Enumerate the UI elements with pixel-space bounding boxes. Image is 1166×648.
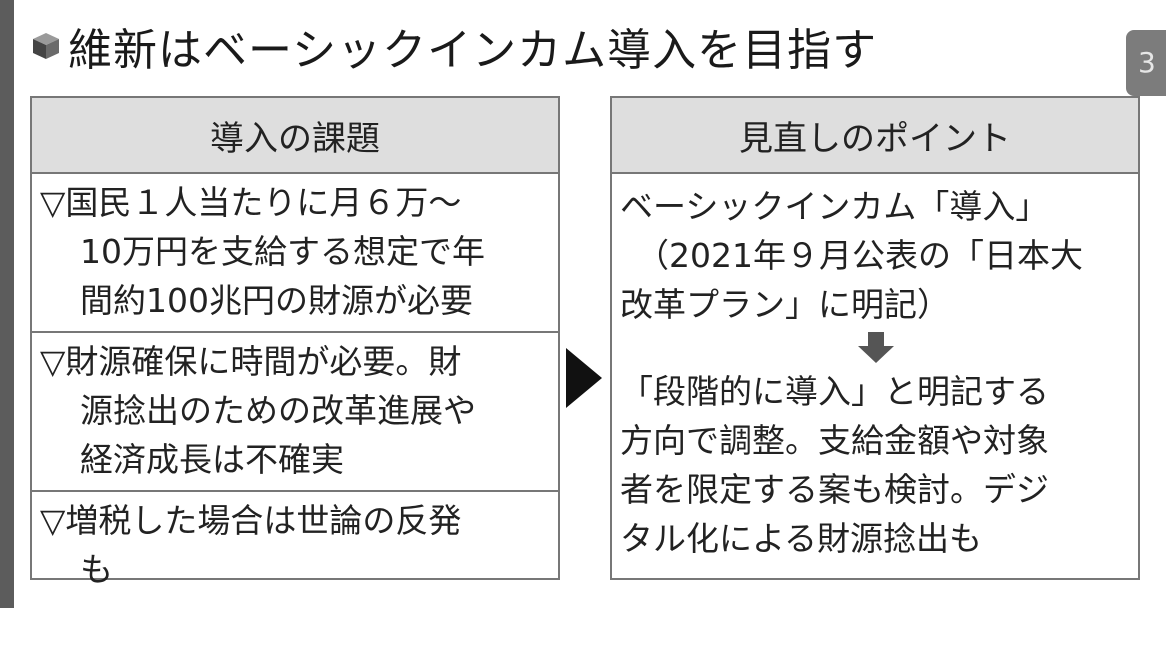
review-points-body: ベーシックインカム「導入」 （2021年９月公表の「日本大 改革プラン」に明記）…	[612, 174, 1138, 563]
issue-line: ▽国民１人当たりに月６万～	[40, 183, 462, 222]
right-arrow-icon	[566, 348, 602, 408]
review-points-header: 見直しのポイント	[612, 98, 1138, 174]
current-plan-line: （2021年９月公表の「日本大	[636, 236, 1083, 275]
issue-line: 間約100兆円の財源が必要	[80, 281, 473, 320]
issue-line: も	[80, 550, 113, 589]
cube-icon	[33, 33, 59, 59]
page-indicator-tab[interactable]: 3	[1126, 30, 1166, 96]
issue-item: ▽増税した場合は世論の反発 も	[32, 492, 558, 600]
left-edge-strip	[0, 0, 14, 608]
down-arrow-icon	[620, 329, 1132, 367]
issue-line: 源捻出のための改革進展や	[80, 391, 476, 430]
revised-plan-line: 者を限定する案も検討。デジ	[620, 470, 1049, 509]
issue-line: ▽財源確保に時間が必要。財	[40, 342, 462, 381]
revised-plan-line: 「段階的に導入」と明記する	[620, 372, 1049, 411]
issue-line: 10万円を支給する想定で年	[80, 232, 485, 271]
issues-header: 導入の課題	[32, 98, 558, 174]
revised-plan-line: 方向で調整。支給金額や対象	[620, 421, 1049, 460]
current-plan-line: ベーシックインカム「導入」	[620, 187, 1049, 226]
review-points-panel: 見直しのポイント ベーシックインカム「導入」 （2021年９月公表の「日本大 改…	[610, 96, 1140, 580]
issue-item: ▽財源確保に時間が必要。財 源捻出のための改革進展や 経済成長は不確実	[32, 333, 558, 492]
issues-panel: 導入の課題 ▽国民１人当たりに月６万～ 10万円を支給する想定で年 間約100兆…	[30, 96, 560, 589]
current-plan-line: 改革プラン」に明記）	[620, 285, 950, 324]
revised-plan-line: タル化による財源捻出も	[620, 519, 983, 558]
issue-line: 経済成長は不確実	[80, 440, 344, 479]
article-title: 維新はベーシックインカム導入を目指す	[30, 14, 877, 78]
issue-item: ▽国民１人当たりに月６万～ 10万円を支給する想定で年 間約100兆円の財源が必…	[32, 174, 558, 333]
issue-line: ▽増税した場合は世論の反発	[40, 501, 462, 540]
title-text: 維新はベーシックインカム導入を目指す	[68, 25, 878, 76]
